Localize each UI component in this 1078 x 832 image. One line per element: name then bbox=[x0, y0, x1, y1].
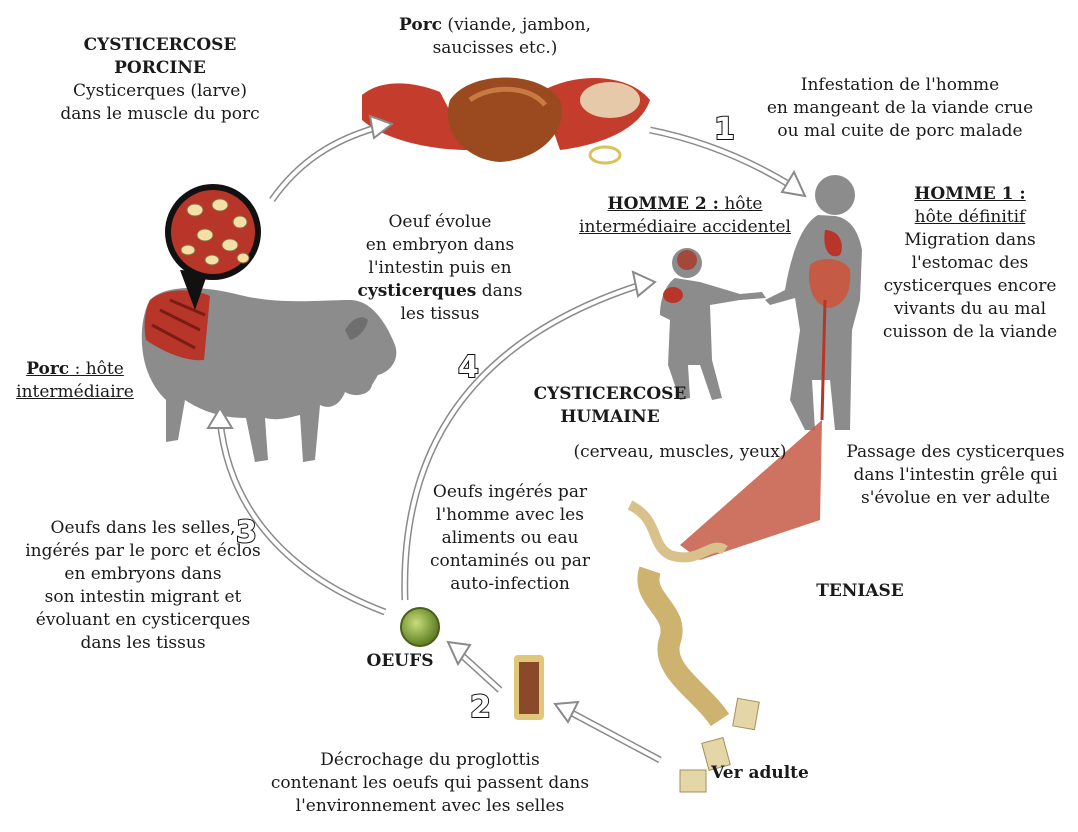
homme1-line-1: Migration dans bbox=[870, 229, 1070, 252]
oeuf-evolue-line-3: l'intestin puis en bbox=[340, 257, 540, 280]
passage-line-1: Passage des cysticerques bbox=[838, 441, 1073, 464]
oeufs-selles-line-1: Oeufs dans les selles, bbox=[8, 517, 278, 540]
passage-line-2: dans l'intestin grêle qui bbox=[838, 464, 1073, 487]
oeufs-label: OEUFS bbox=[350, 650, 450, 673]
pork-text: Porc (viande, jambon, saucisses etc.) bbox=[355, 14, 635, 60]
porcine-text: CYSTICERCOSE PORCINE Cysticerques (larve… bbox=[40, 34, 280, 126]
oeufs-ingeres-line-1: Oeufs ingérés par bbox=[420, 481, 600, 504]
porc-hote-bold: Porc bbox=[26, 359, 69, 379]
humaine-title-2: HUMAINE bbox=[500, 406, 720, 429]
porc-hote-rest: : hôte bbox=[69, 359, 124, 379]
homme2-title-bold: HOMME 2 : bbox=[608, 194, 719, 214]
pork-meat-illustration bbox=[362, 78, 650, 164]
porcine-line-2: dans le muscle du porc bbox=[40, 103, 280, 126]
porcine-title-1: CYSTICERCOSE bbox=[40, 34, 280, 57]
decrochage-line-1: Décrochage du proglottis bbox=[240, 749, 620, 772]
infestation-line-2: en mangeant de la viande crue bbox=[740, 97, 1060, 120]
homme1-subtitle: hôte définitif bbox=[870, 206, 1070, 229]
oeufs-ingeres-line-2: l'homme avec les bbox=[420, 504, 600, 527]
passage-line-3: s'évolue en ver adulte bbox=[838, 487, 1073, 510]
homme2-line-2: intermédiaire accidentel bbox=[560, 216, 810, 239]
oeufs-selles-text: Oeufs dans les selles, ingérés par le po… bbox=[8, 517, 278, 655]
oeufs-selles-line-5: évoluant en cysticerques bbox=[8, 609, 278, 632]
oeufs-selles-line-3: en embryons dans bbox=[8, 563, 278, 586]
porc-hote-text: Porc : hôte intermédiaire bbox=[10, 358, 140, 404]
porcine-line-1: Cysticerques (larve) bbox=[40, 80, 280, 103]
homme1-title: HOMME 1 : bbox=[870, 183, 1070, 206]
humaine-title-1: CYSTICERCOSE bbox=[500, 383, 720, 406]
oeufs-ingeres-line-3: aliments ou eau bbox=[420, 527, 600, 550]
oeuf-evolue-line-4: dans bbox=[476, 281, 522, 301]
oeufs-selles-line-2: ingérés par le porc et éclos bbox=[8, 540, 278, 563]
pork-line-1: (viande, jambon, bbox=[442, 15, 591, 35]
step-2-label: 2 bbox=[470, 690, 491, 725]
oeufs-selles-line-6: dans les tissus bbox=[8, 632, 278, 655]
oeuf-evolue-text: Oeuf évolue en embryon dans l'intestin p… bbox=[340, 211, 540, 326]
ver-adulte-label: Ver adulte bbox=[700, 762, 820, 785]
homme1-line-3: cysticerques encore bbox=[870, 275, 1070, 298]
humaine-line: (cerveau, muscles, yeux) bbox=[560, 441, 800, 464]
infestation-line-1: Infestation de l'homme bbox=[740, 74, 1060, 97]
oeuf-evolue-line-2: en embryon dans bbox=[340, 234, 540, 257]
humaine-organs-text: (cerveau, muscles, yeux) bbox=[560, 441, 800, 464]
infestation-text: Infestation de l'homme en mangeant de la… bbox=[740, 74, 1060, 143]
homme2-title-rest: hôte bbox=[719, 194, 762, 214]
oeuf-evolue-bold: cysticerques bbox=[358, 281, 477, 301]
porc-hote-line-2: intermédiaire bbox=[10, 381, 140, 404]
arrow-pig-to-meat bbox=[272, 128, 375, 200]
pork-bold: Porc bbox=[399, 15, 442, 35]
humaine-text: CYSTICERCOSE HUMAINE bbox=[500, 383, 720, 429]
homme1-text: HOMME 1 : hôte définitif Migration dans … bbox=[870, 183, 1070, 344]
homme2-text: HOMME 2 : hôte intermédiaire accidentel bbox=[560, 193, 810, 239]
step-1-label: 1 bbox=[714, 112, 735, 147]
oeuf-evolue-line-5: les tissus bbox=[340, 303, 540, 326]
decrochage-line-2: contenant les oeufs qui passent dans bbox=[240, 772, 620, 795]
tapeworm-illustration bbox=[630, 420, 822, 792]
decrochage-text: Décrochage du proglottis contenant les o… bbox=[240, 749, 620, 818]
egg-illustration bbox=[401, 608, 439, 646]
infestation-line-3: ou mal cuite de porc malade bbox=[740, 120, 1060, 143]
child-human-illustration bbox=[660, 248, 766, 400]
homme1-line-2: l'estomac des bbox=[870, 252, 1070, 275]
oeuf-evolue-line-1: Oeuf évolue bbox=[340, 211, 540, 234]
oeufs-ingeres-line-5: auto-infection bbox=[420, 573, 600, 596]
passage-text: Passage des cysticerques dans l'intestin… bbox=[838, 441, 1073, 510]
decrochage-line-3: l'environnement avec les selles bbox=[240, 795, 620, 818]
oeufs-ingeres-text: Oeufs ingérés par l'homme avec les alime… bbox=[420, 481, 600, 596]
oeufs-selles-line-4: son intestin migrant et bbox=[8, 586, 278, 609]
homme1-line-5: cuisson de la viande bbox=[870, 321, 1070, 344]
proglottis-illustration bbox=[514, 655, 544, 720]
oeufs-ingeres-line-4: contaminés ou par bbox=[420, 550, 600, 573]
step-4-label: 4 bbox=[458, 350, 479, 385]
porcine-title-2: PORCINE bbox=[40, 57, 280, 80]
pork-line-2: saucisses etc.) bbox=[355, 37, 635, 60]
homme1-line-4: vivants du au mal bbox=[870, 298, 1070, 321]
teniase-label: TENIASE bbox=[790, 580, 930, 603]
